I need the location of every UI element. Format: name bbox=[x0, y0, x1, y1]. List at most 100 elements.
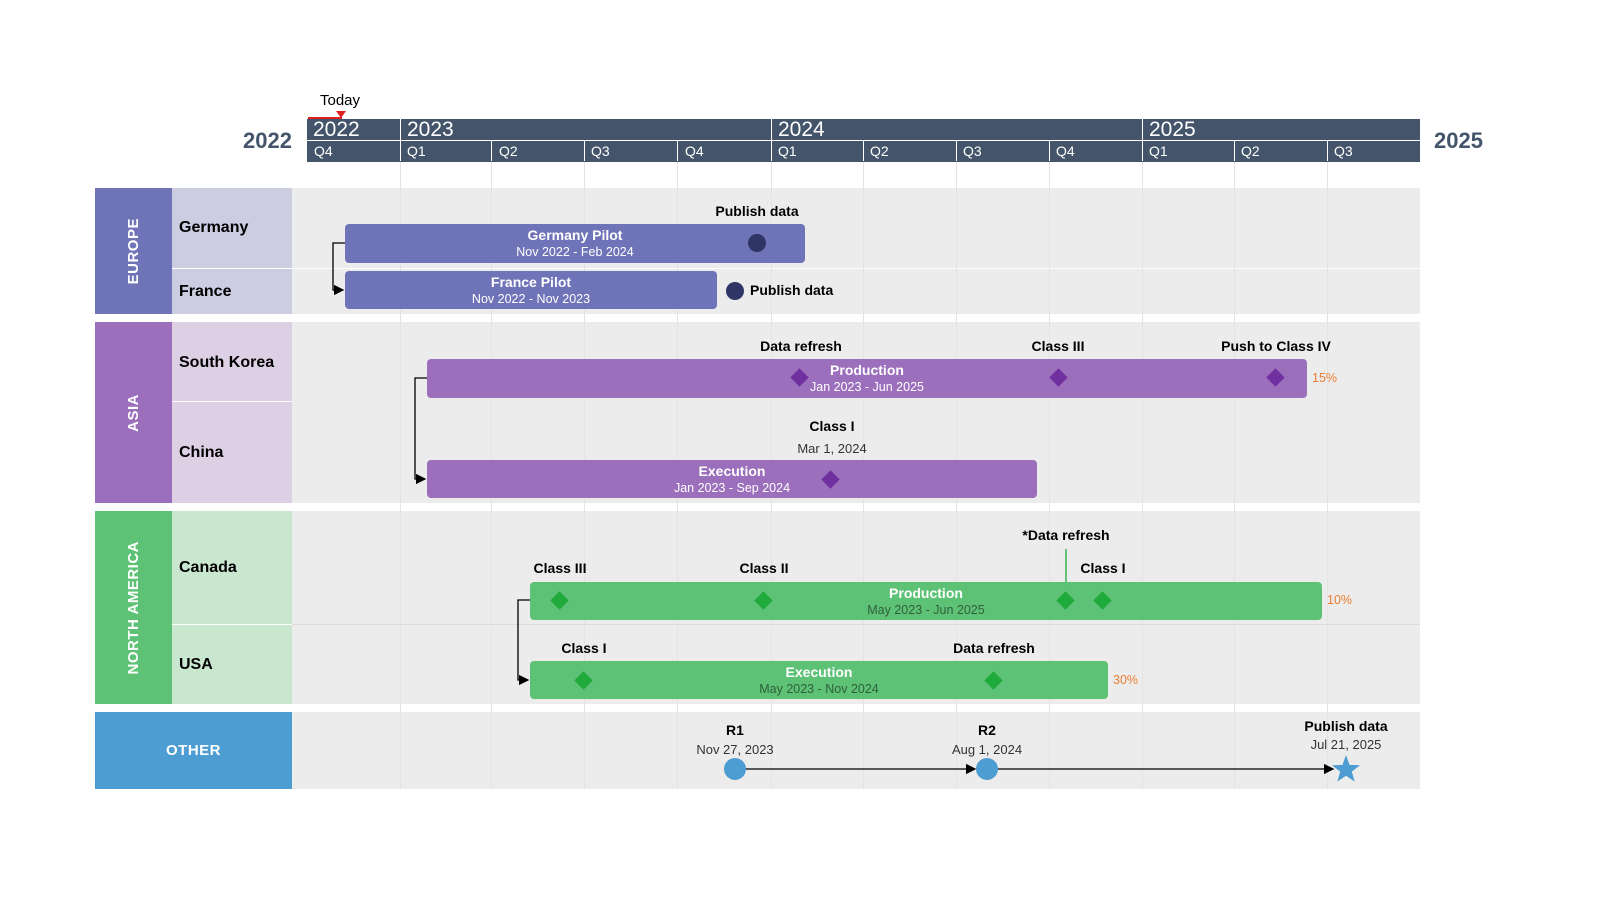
milestone-label: R2 bbox=[978, 722, 996, 738]
task-dates: May 2023 - Jun 2025 bbox=[867, 603, 985, 617]
row-label-france: France bbox=[179, 283, 232, 300]
gridline bbox=[1327, 162, 1328, 789]
row-header-south-korea bbox=[172, 322, 292, 401]
quarter-label: Q3 bbox=[591, 143, 610, 159]
quarter-label: Q1 bbox=[778, 143, 797, 159]
milestone-date: Nov 27, 2023 bbox=[696, 742, 774, 757]
task-dates: May 2023 - Nov 2024 bbox=[759, 682, 879, 696]
asia-group-header: ASIA bbox=[95, 322, 172, 503]
task-bar-canada-production[interactable]: Production May 2023 - Jun 2025 bbox=[530, 582, 1322, 620]
year-label-2022: 2022 bbox=[313, 118, 360, 141]
year-label-2023: 2023 bbox=[407, 118, 454, 141]
quarter-separator bbox=[956, 141, 957, 161]
row-header-usa bbox=[172, 625, 292, 704]
task-bar-france-pilot[interactable]: France Pilot Nov 2022 - Nov 2023 bbox=[345, 271, 717, 309]
quarter-separator bbox=[863, 141, 864, 161]
milestone-label: Publish data bbox=[715, 203, 799, 219]
row-header-china bbox=[172, 402, 292, 503]
task-bar-germany-pilot[interactable]: Germany Pilot Nov 2022 - Feb 2024 bbox=[345, 224, 805, 263]
north-america-group-header: NORTH AMERICA bbox=[95, 511, 172, 704]
milestone-label: Class III bbox=[533, 560, 587, 576]
task-title: Execution bbox=[785, 664, 853, 680]
quarter-separator bbox=[584, 141, 585, 161]
task-dates: Jan 2023 - Jun 2025 bbox=[810, 380, 924, 394]
milestone-label: Class I bbox=[561, 640, 607, 656]
milestone-germany-publish-icon[interactable] bbox=[748, 234, 766, 252]
year-separator bbox=[771, 119, 772, 161]
milestone-publish-star-icon[interactable] bbox=[1331, 754, 1361, 784]
other-group-label: OTHER bbox=[166, 742, 221, 759]
milestone-label: Push to Class IV bbox=[1221, 338, 1331, 354]
other-lane bbox=[292, 712, 1420, 789]
timeline-start-year: 2022 bbox=[243, 128, 292, 153]
milestone-label: Class II bbox=[739, 560, 789, 576]
year-label-2025: 2025 bbox=[1149, 118, 1196, 141]
quarter-label: Q4 bbox=[1056, 143, 1075, 159]
today-bar bbox=[308, 117, 342, 120]
quarter-separator bbox=[677, 141, 678, 161]
task-title: Production bbox=[889, 585, 963, 601]
quarter-label: Q3 bbox=[963, 143, 982, 159]
dependency-connector-asia bbox=[414, 377, 427, 485]
year-separator bbox=[1142, 119, 1143, 161]
milestone-r1-circle-icon[interactable] bbox=[724, 758, 746, 780]
task-bar-usa-execution[interactable]: Execution May 2023 - Nov 2024 bbox=[530, 661, 1108, 699]
quarter-label: Q2 bbox=[499, 143, 518, 159]
quarter-separator bbox=[1049, 141, 1050, 161]
quarter-separator bbox=[1234, 141, 1235, 161]
task-title: Germany Pilot bbox=[527, 227, 623, 243]
row-divider bbox=[292, 624, 1420, 625]
quarter-separator bbox=[491, 141, 492, 161]
quarter-label: Q3 bbox=[1334, 143, 1353, 159]
task-title: France Pilot bbox=[490, 274, 572, 290]
milestone-label: Publish data bbox=[750, 282, 834, 298]
quarter-label: Q1 bbox=[407, 143, 426, 159]
task-dates: Nov 2022 - Feb 2024 bbox=[516, 245, 634, 259]
dependency-connector-europe bbox=[332, 242, 345, 296]
quarter-label: Q4 bbox=[314, 143, 333, 159]
today-marker-icon bbox=[336, 111, 346, 118]
percent-complete: 15% bbox=[1312, 371, 1338, 385]
percent-complete: 30% bbox=[1113, 673, 1139, 687]
milestone-label: Class III bbox=[1031, 338, 1085, 354]
task-bar-china-execution[interactable]: Execution Jan 2023 - Sep 2024 bbox=[427, 460, 1037, 498]
timeline-end-year: 2025 bbox=[1434, 128, 1483, 153]
task-bar-south-korea-production[interactable]: Production Jan 2023 - Jun 2025 bbox=[427, 359, 1307, 398]
milestone-date: Aug 1, 2024 bbox=[951, 742, 1023, 757]
row-label-canada: Canada bbox=[179, 559, 237, 576]
quarter-label: Q1 bbox=[1149, 143, 1168, 159]
year-band bbox=[307, 119, 1420, 140]
europe-group-header: EUROPE bbox=[95, 188, 172, 314]
milestone-date: Mar 1, 2024 bbox=[797, 441, 867, 456]
row-label-germany: Germany bbox=[179, 219, 249, 236]
milestone-date: Jul 21, 2025 bbox=[1310, 737, 1382, 752]
milestone-label: Data refresh bbox=[760, 338, 842, 354]
dependency-connector-north-america bbox=[517, 599, 530, 686]
task-title: Production bbox=[830, 362, 904, 378]
year-separator bbox=[400, 119, 401, 161]
percent-complete: 10% bbox=[1327, 593, 1353, 607]
row-header-france bbox=[172, 269, 292, 314]
today-label: Today bbox=[320, 92, 361, 109]
row-label-china: China bbox=[179, 444, 224, 461]
year-label-2024: 2024 bbox=[778, 118, 825, 141]
task-dates: Jan 2023 - Sep 2024 bbox=[673, 481, 791, 495]
quarter-label: Q2 bbox=[870, 143, 889, 159]
task-dates: Nov 2022 - Nov 2023 bbox=[471, 292, 591, 306]
row-label-south-korea: South Korea bbox=[179, 354, 275, 371]
gridline bbox=[1049, 162, 1050, 789]
milestone-label: Publish data bbox=[1304, 718, 1388, 734]
milestone-label: Class I bbox=[1080, 560, 1126, 576]
quarter-label: Q2 bbox=[1241, 143, 1260, 159]
milestone-r2-circle-icon[interactable] bbox=[976, 758, 998, 780]
quarter-separator bbox=[1327, 141, 1328, 161]
milestone-label: Data refresh bbox=[953, 640, 1035, 656]
gridline bbox=[400, 162, 401, 789]
milestone-label: *Data refresh bbox=[1022, 527, 1110, 543]
milestone-label: Class I bbox=[809, 418, 855, 434]
gridline bbox=[1142, 162, 1143, 789]
milestone-france-publish-icon[interactable] bbox=[726, 282, 744, 300]
other-group-header: OTHER bbox=[95, 712, 292, 789]
row-divider bbox=[292, 268, 1420, 269]
